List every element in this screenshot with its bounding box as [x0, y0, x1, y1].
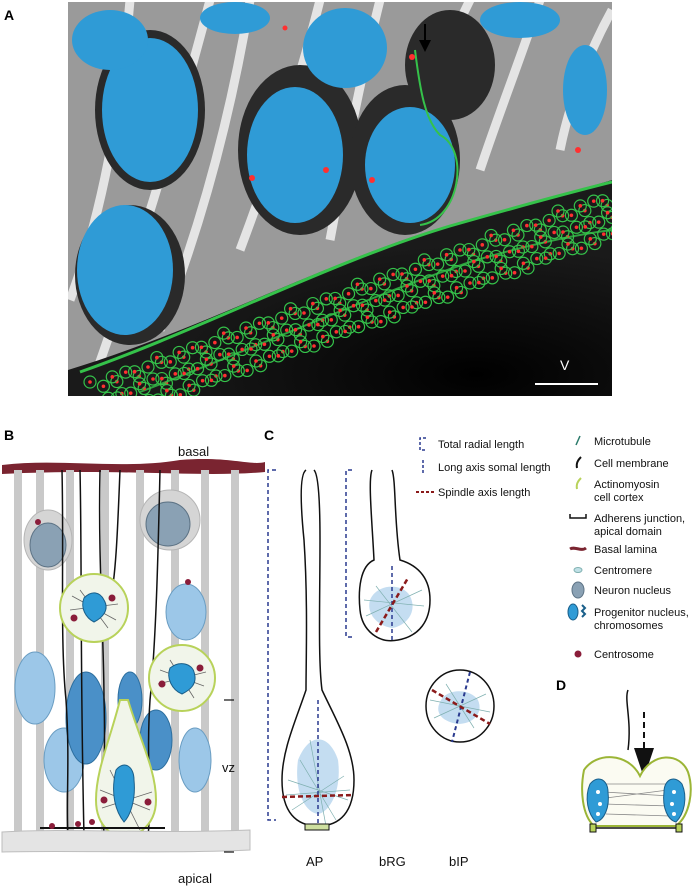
apical-membrane-line	[79, 180, 612, 374]
legend-label: Cell membrane	[594, 458, 669, 470]
vz-label: vz	[222, 760, 235, 775]
progenitor-nuclei-light	[14, 583, 212, 793]
panel-c-letter: C	[264, 427, 274, 443]
panel-d-letter: D	[556, 677, 566, 693]
bip-nucleus	[438, 691, 480, 724]
neuron-nucleus-icon	[571, 581, 585, 599]
centrosomes-apical	[35, 519, 191, 829]
panel-b-letter: B	[4, 427, 14, 443]
legend-label: Adherens junction,	[594, 513, 685, 525]
d-arrow-head-icon	[634, 748, 654, 778]
cell-cortex-line	[414, 49, 459, 226]
d-centromeres	[596, 790, 676, 816]
legend-row-5: Basal lamina	[569, 544, 658, 556]
legend-row-8: Progenitor nucleus,chromosomes	[567, 603, 689, 632]
micrograph: V	[68, 2, 612, 396]
legend-label: Actinomyosin	[594, 479, 659, 491]
legend-row-6: Centromere	[573, 565, 652, 577]
basal-label: basal	[178, 444, 209, 459]
neuron-nuclei	[29, 501, 191, 568]
centromere-icon	[573, 567, 583, 573]
centrosomes-micrograph	[249, 25, 581, 183]
legend-label: Neuron nucleus	[594, 585, 672, 597]
measure-legend-1: Total radial length	[438, 439, 524, 451]
measure-legend-2: Long axis somal length	[438, 462, 551, 474]
microtubule-icon	[575, 435, 581, 446]
legend-row-4: Adherens junction,apical domain	[569, 513, 685, 538]
mitotic-cell-2	[148, 644, 216, 712]
actinomyosin-icon	[575, 477, 582, 490]
tissue-schematic: basal apical vz	[1, 444, 265, 886]
apical-surface	[1, 829, 251, 853]
ventricle-label: V	[560, 357, 570, 373]
legend-label: Centrosome	[594, 649, 654, 661]
ap-total-length-bracket	[267, 469, 276, 821]
d-spindle-lines	[603, 783, 671, 817]
panel-a-letter: A	[4, 7, 14, 23]
legend-row-9: Centrosome	[574, 649, 654, 661]
ap-cell: AP	[267, 469, 355, 869]
progenitor-nucleus-icon	[567, 603, 587, 621]
legend-label: Basal lamina	[594, 544, 658, 556]
brg-cell-membrane	[358, 469, 431, 642]
bracket-icon	[419, 437, 426, 451]
centrosome-icon	[574, 650, 582, 658]
legend-label: Progenitor nucleus,	[594, 607, 689, 619]
brg-cell: bRG	[345, 469, 431, 869]
d-chromosomes-right	[663, 778, 686, 823]
brg-total-length-bracket	[345, 469, 352, 638]
d-cell-cortex	[581, 756, 692, 827]
panel-d-diagram	[581, 689, 692, 833]
legend-label: apical domain	[594, 526, 662, 538]
bip-cell-membrane	[425, 669, 495, 743]
mitotic-cell-1	[59, 573, 129, 643]
legend-row-1: Microtubule	[575, 435, 651, 448]
d-junction-left	[589, 823, 597, 833]
d-chromosomes-left	[586, 778, 609, 823]
label-brg: bRG	[379, 854, 406, 869]
label-bip: bIP	[449, 854, 469, 869]
d-junction-right	[675, 823, 683, 833]
legend-label: Microtubule	[594, 436, 651, 448]
bip-cell: bIP	[425, 669, 495, 869]
brg-spindle-axis	[374, 577, 410, 633]
legend-row-2: Cell membrane	[575, 456, 669, 470]
mitotic-cell-3	[94, 699, 158, 840]
membrane-mesh	[83, 194, 612, 396]
legend-label: Centromere	[594, 565, 652, 577]
d-membrane-tail	[626, 689, 630, 751]
arrow-icon	[419, 24, 431, 52]
measure-legend-3: Spindle axis length	[438, 487, 530, 499]
ap-adherens-junction	[304, 823, 330, 831]
bip-spindle-axis	[431, 688, 491, 726]
measure-legend: Total radial length Long axis somal leng…	[416, 437, 551, 499]
nuclei	[72, 2, 607, 335]
apical-label: apical	[178, 871, 212, 886]
legend-label: chromosomes	[594, 620, 664, 632]
adherens-junction-icon	[569, 514, 587, 519]
legend-label: cell cortex	[594, 492, 644, 504]
ap-spindle-axis	[281, 793, 355, 799]
basal-lamina-icon	[569, 546, 587, 551]
legend-row-7: Neuron nucleus	[571, 581, 672, 599]
cell-membrane-icon	[575, 456, 582, 469]
label-ap: AP	[306, 854, 323, 869]
